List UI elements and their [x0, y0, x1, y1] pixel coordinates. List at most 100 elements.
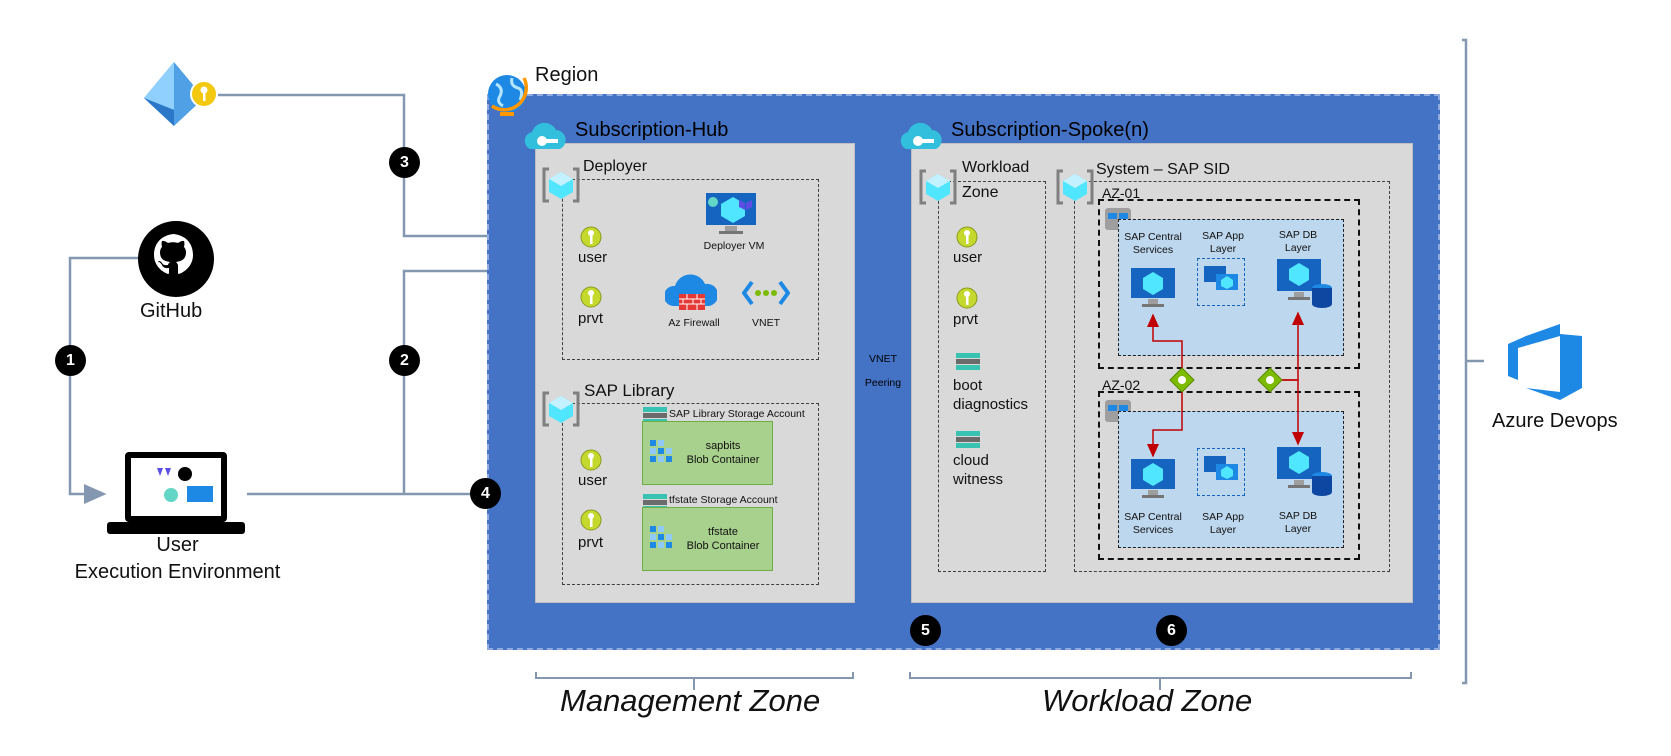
- workload-title-1: Workload: [962, 159, 1030, 176]
- subscription-hub-cloud-icon: [524, 122, 566, 149]
- step-4-badge: 4: [470, 478, 501, 509]
- github-label: GitHub: [140, 300, 203, 322]
- storage-account-icon: [956, 431, 980, 448]
- firewall-icon: [665, 274, 717, 310]
- sapbits-type: Blob Container: [686, 454, 760, 466]
- system-title: System – SAP SID: [1096, 161, 1230, 178]
- az01-app-label-1: SAP App: [1202, 230, 1244, 242]
- step-2-badge: 2: [389, 345, 420, 376]
- az02-app-label-2: Layer: [1209, 524, 1237, 536]
- step-5-badge: 5: [910, 615, 941, 646]
- az01-central-label-2: Services: [1132, 244, 1174, 256]
- private-key-icon: [580, 509, 602, 531]
- az01-app-label-2: Layer: [1209, 243, 1237, 255]
- workload-zone-brace: [909, 672, 1412, 690]
- central-services-vm-icon: [1131, 268, 1175, 307]
- hub-title: Subscription-Hub: [575, 119, 729, 141]
- boot-label-2: diagnostics: [953, 396, 1029, 413]
- deployer-user-label: user: [578, 249, 608, 266]
- execution-environment-label: Execution Environment: [74, 561, 281, 583]
- boot-label-1: boot: [953, 377, 983, 394]
- tfstate-name: tfstate: [708, 526, 738, 538]
- devops-bracket: [1462, 38, 1484, 685]
- az01-box: [1098, 199, 1360, 369]
- load-balancer-icon: [1169, 367, 1195, 393]
- blob-container-icon: [650, 526, 672, 548]
- step-6-badge: 6: [1156, 615, 1187, 646]
- az02-app-label-1: SAP App: [1202, 511, 1244, 523]
- workload-user-label: user: [953, 249, 983, 266]
- management-zone-label: Management Zone: [560, 683, 821, 718]
- tfstate-type: Blob Container: [686, 540, 760, 552]
- app-layer-group: [1197, 448, 1245, 496]
- library-prvt-label: prvt: [578, 534, 604, 551]
- az02-db-label-2: Layer: [1284, 523, 1312, 535]
- sapbits-name: sapbits: [705, 440, 741, 452]
- app-layer-group: [1197, 258, 1245, 306]
- user-identity-icon: [956, 226, 978, 248]
- workload-title-2: Zone: [962, 184, 999, 201]
- storage-account-icon: [956, 353, 980, 370]
- cloud-witness-label-1: cloud: [953, 452, 989, 469]
- workload-zone-box: [938, 181, 1046, 572]
- app-layer-vmss-icon: [1204, 456, 1238, 480]
- app-layer-vmss-icon: [1204, 266, 1238, 290]
- region-globe-icon: [488, 75, 528, 116]
- deployer-vm-icon: [706, 193, 756, 234]
- az01-central-label-1: SAP Central: [1124, 231, 1182, 243]
- az01-db-label-2: Layer: [1284, 242, 1312, 254]
- user-label: User: [156, 534, 199, 556]
- sap-library-title: SAP Library: [584, 381, 675, 400]
- private-key-icon: [956, 287, 978, 309]
- peering-label: Peering: [864, 377, 902, 389]
- load-balancer-icon: [1257, 367, 1283, 393]
- central-services-vm-icon: [1131, 459, 1175, 498]
- storage-account-2-label: tfstate Storage Account: [669, 494, 778, 506]
- workload-prvt-label: prvt: [953, 311, 979, 328]
- spoke-title: Subscription-Spoke(n): [951, 119, 1149, 141]
- deployer-box: [562, 179, 819, 360]
- az02-box: [1098, 391, 1360, 560]
- library-user-label: user: [578, 472, 608, 489]
- step-3-badge: 3: [389, 147, 420, 178]
- az02-db-label-1: SAP DB: [1278, 510, 1318, 522]
- workload-zone-label: Workload Zone: [1042, 683, 1253, 718]
- sap-library-resource-group-icon: [542, 391, 580, 427]
- user-identity-icon: [580, 449, 602, 471]
- db-layer-vm-icon: [1277, 447, 1332, 496]
- storage-account-1-label: SAP Library Storage Account: [669, 408, 805, 420]
- user-identity-icon: [580, 226, 602, 248]
- az01-db-label-1: SAP DB: [1278, 229, 1318, 241]
- blob-container-icon: [650, 440, 672, 462]
- region-label: Region: [535, 64, 599, 86]
- firewall-label: Az Firewall: [668, 317, 720, 329]
- github-icon: [138, 221, 214, 297]
- system-resource-group-icon: [1056, 169, 1094, 205]
- az02-label: AZ-02: [1102, 377, 1141, 393]
- sapbits-container-box: [642, 421, 773, 485]
- entra-id-key-icon: [144, 62, 218, 126]
- azure-devops-label: Azure Devops: [1492, 410, 1618, 432]
- az02-central-label-2: Services: [1132, 524, 1174, 536]
- azure-devops-icon: [1508, 324, 1582, 400]
- db-layer-vm-icon: [1277, 259, 1332, 308]
- laptop-icon: [107, 452, 245, 534]
- deployer-prvt-label: prvt: [578, 310, 604, 327]
- vnet-label: VNET: [751, 317, 780, 329]
- az02-central-label-1: SAP Central: [1124, 511, 1182, 523]
- sap-library-box: [562, 403, 819, 585]
- vnet-icon: [742, 280, 790, 306]
- workload-resource-group-icon: [919, 169, 957, 205]
- management-zone-brace: [535, 672, 854, 690]
- cloud-witness-label-2: witness: [953, 471, 1004, 488]
- deployer-title: Deployer: [583, 158, 648, 175]
- peering-vnet-label: VNET: [868, 353, 897, 365]
- step-1-badge: 1: [55, 345, 86, 376]
- subscription-spoke-cloud-icon: [900, 122, 942, 149]
- system-sap-sid-box: [1074, 181, 1390, 572]
- az01-label: AZ-01: [1102, 185, 1141, 201]
- private-key-icon: [580, 286, 602, 308]
- deployer-resource-group-icon: [542, 167, 580, 203]
- connector-github-to-env: [68, 256, 145, 504]
